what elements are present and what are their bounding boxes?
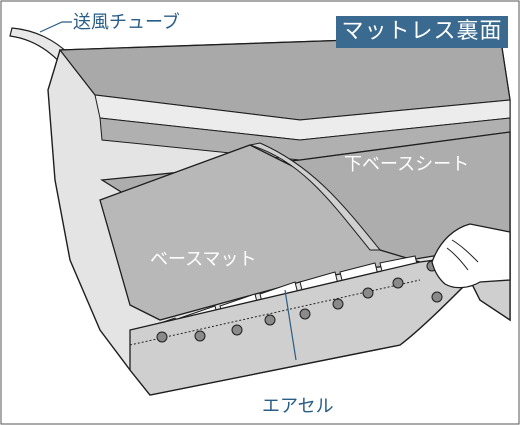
- label-base-mat: ベースマット: [150, 249, 257, 270]
- leader-air-tube: [39, 21, 72, 33]
- vent-holes: [156, 260, 443, 343]
- figure-title-badge: マットレス裏面: [336, 16, 508, 48]
- label-lower-base-sheet: 下ベースシート: [344, 154, 470, 175]
- label-air-tube: 送風チューブ: [73, 12, 180, 33]
- leader-air-cell: [284, 289, 297, 361]
- label-air-cell: エアセル: [262, 396, 334, 417]
- stitch-line: [129, 279, 421, 346]
- base-mat-fold: [249, 142, 382, 251]
- front-band: [129, 249, 511, 396]
